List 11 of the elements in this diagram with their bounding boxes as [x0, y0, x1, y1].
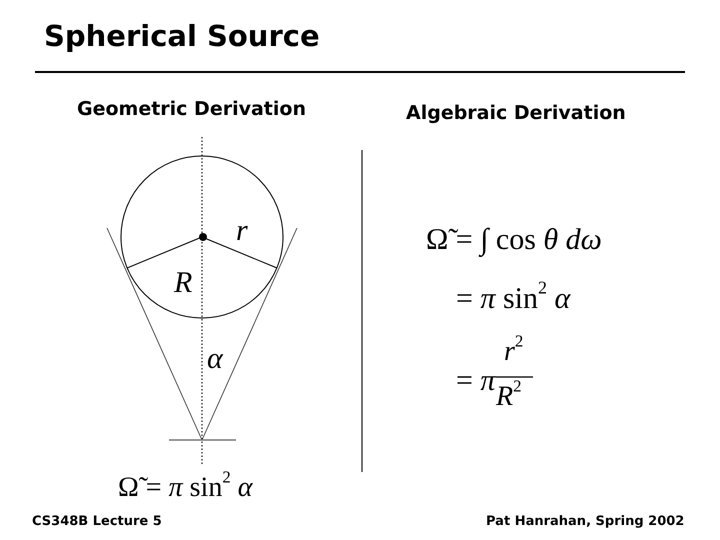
variable-label: R [174, 268, 192, 298]
section-heading: Algebraic Derivation [406, 104, 626, 123]
section-heading: Geometric Derivation [77, 100, 306, 119]
footer-text: CS348B Lecture 5 [32, 515, 162, 528]
angle-label: α [207, 344, 223, 374]
formula: = π [456, 366, 496, 396]
footer-text: Pat Hanrahan, Spring 2002 [486, 515, 684, 528]
formula: Ω̃ = ∫ cos θ dω [426, 225, 602, 255]
slide-title: Spherical Source [44, 22, 320, 51]
variable-label: r [236, 216, 248, 246]
formula: = π sin$^{2}$ α [456, 284, 570, 314]
